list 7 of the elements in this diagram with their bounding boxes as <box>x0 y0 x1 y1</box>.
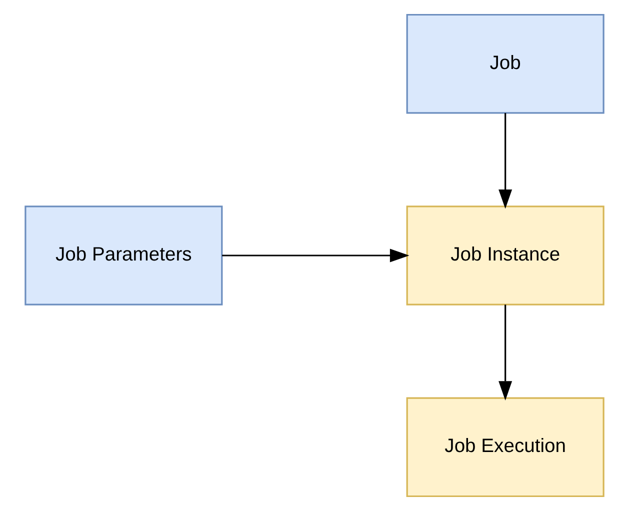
arrow <box>498 304 512 400</box>
node-box: Job Execution <box>406 397 604 498</box>
node-box: Job <box>406 14 604 114</box>
arrow <box>222 248 409 262</box>
node-box: Job Instance <box>406 206 604 306</box>
arrow <box>498 113 512 209</box>
node-box: Job Parameters <box>24 206 222 306</box>
